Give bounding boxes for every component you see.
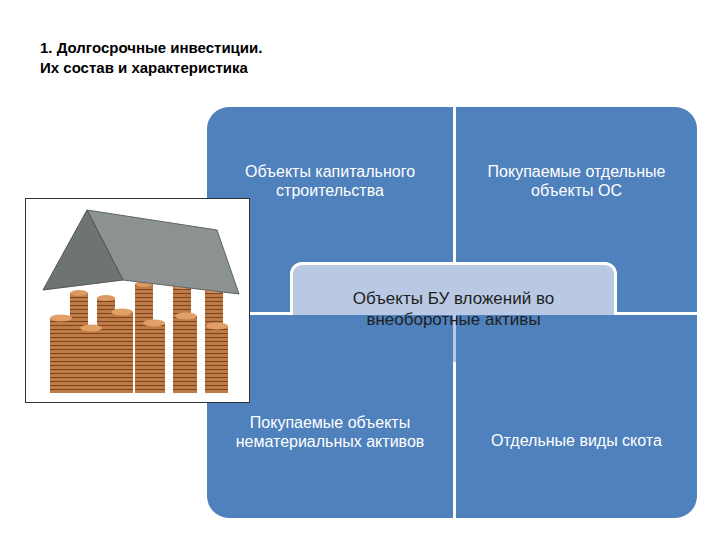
house-of-coins-picture xyxy=(25,198,250,403)
category-box: Отдельные виды скота xyxy=(456,315,697,518)
slide-title: 1. Долгосрочные инвестиции. Их состав и … xyxy=(40,38,280,77)
box-label: Объекты капитального строительства xyxy=(227,162,433,200)
box-label: Покупаемые отдельные объекты ОС xyxy=(476,162,677,200)
front-coin-stacks xyxy=(50,309,228,394)
back-coin-stacks xyxy=(70,281,223,393)
roof xyxy=(43,210,239,294)
box-label: Покупаемые объекты нематериальных активо… xyxy=(229,413,431,451)
box-label: Объекты БУ вложений во внеоборотные акти… xyxy=(331,289,576,330)
box-label: Отдельные виды скота xyxy=(476,431,677,450)
